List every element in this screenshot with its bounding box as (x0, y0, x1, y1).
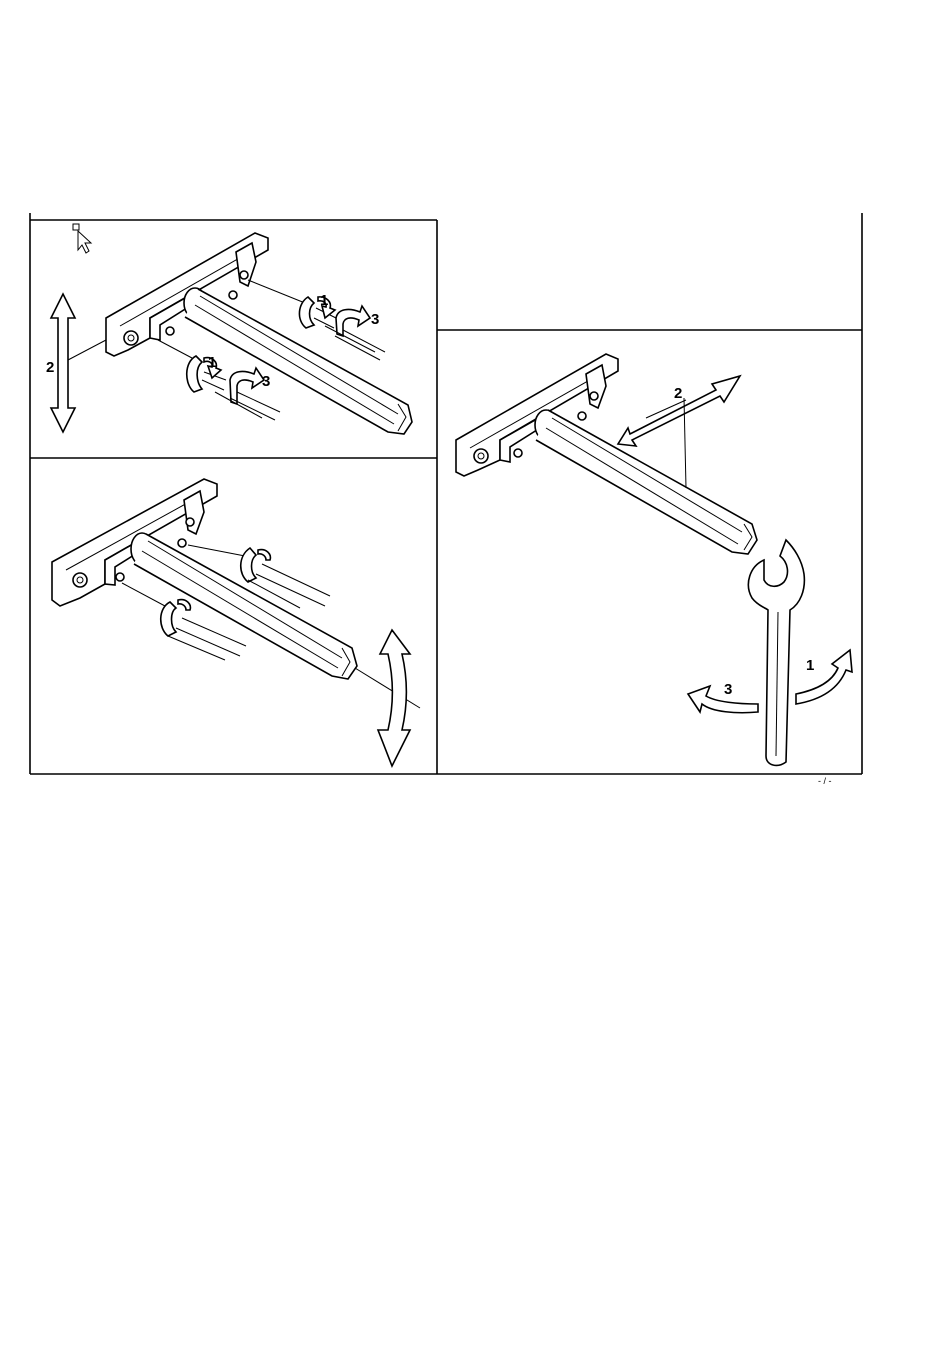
label-step-1: 1 (806, 657, 814, 674)
rod (131, 533, 420, 708)
label-step-2: 2 (674, 385, 682, 402)
footer-mark: - / - (818, 776, 832, 786)
curved-double-arrow (378, 630, 410, 766)
label-step-1-lower: 1 (208, 354, 216, 371)
rotation-arrow-3 (688, 686, 758, 713)
rod (184, 288, 412, 434)
rotation-arrow-1 (796, 650, 852, 704)
panel-top-left: 1 3 1 3 2 (46, 224, 412, 434)
panel-right: 2 3 1 (456, 354, 852, 765)
vertical-double-arrow (51, 294, 106, 432)
label-step-3-upper: 3 (371, 311, 379, 328)
label-step-3: 3 (724, 681, 732, 698)
wrench-icon (748, 540, 804, 765)
label-step-1-upper: 1 (320, 292, 328, 309)
label-step-3-lower: 3 (262, 373, 270, 390)
cursor-icon (73, 224, 91, 253)
panel-bottom-left (52, 479, 420, 766)
label-step-2: 2 (46, 359, 54, 376)
